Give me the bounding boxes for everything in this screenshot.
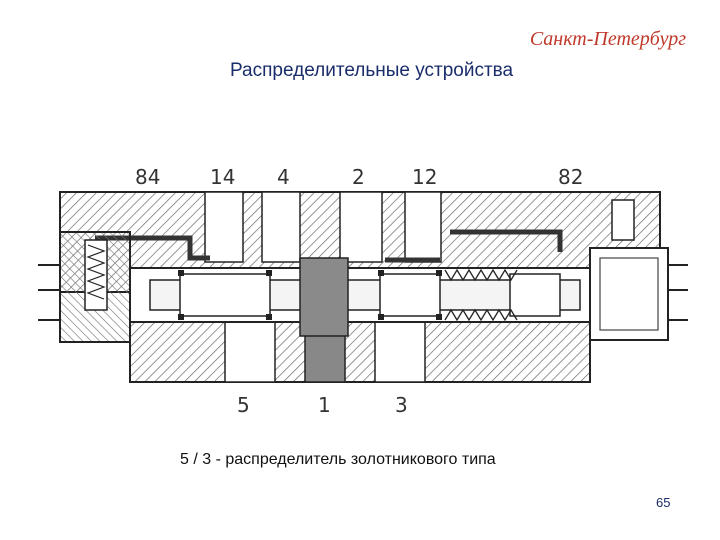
valve-cross-section-diagram: 84 14 4 2 12 82 (38, 165, 688, 417)
port-label-2: 2 (352, 165, 365, 189)
return-spring (444, 268, 518, 322)
port-label-3: 3 (395, 393, 408, 417)
port-label-1: 1 (318, 393, 331, 417)
port-label-12: 12 (412, 165, 437, 189)
spool (149, 257, 581, 337)
port-label-14: 14 (210, 165, 235, 189)
top-port-labels: 84 14 4 2 12 82 (135, 165, 583, 189)
diagram-caption: 5 / 3 - распределитель золотникового тип… (180, 451, 496, 468)
port-label-4: 4 (277, 165, 290, 189)
port-label-82: 82 (558, 165, 583, 189)
city-name: Санкт-Петербург (529, 28, 686, 50)
port-label-84: 84 (135, 165, 160, 189)
port-label-5: 5 (237, 393, 250, 417)
bottom-port-labels: 5 1 3 (237, 393, 408, 417)
pilot-channels (95, 229, 563, 263)
page-number: 65 (656, 495, 671, 510)
slide-title: Распределительные устройства (230, 60, 514, 81)
left-solenoid-actuator (38, 231, 131, 343)
right-pilot-actuator (589, 199, 688, 341)
